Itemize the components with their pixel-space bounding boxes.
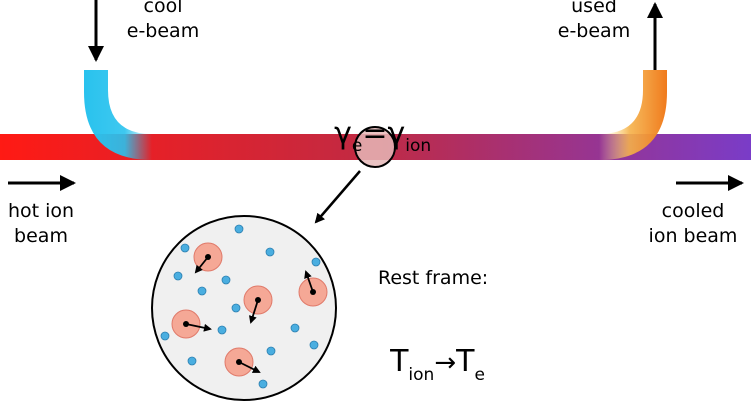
temperature-relation: Tion→Te bbox=[378, 296, 485, 388]
electron bbox=[180, 243, 190, 253]
electron bbox=[217, 325, 227, 335]
cool-ebeam-bend bbox=[84, 70, 152, 160]
electron bbox=[173, 271, 183, 281]
electron bbox=[231, 303, 241, 313]
zoom-arrow bbox=[314, 170, 361, 224]
electron bbox=[160, 331, 170, 341]
t-ion-subscript: ion bbox=[408, 365, 435, 385]
cooled-ion-beam-label: cooled ion beam bbox=[648, 200, 738, 247]
t-e-subscript: e bbox=[474, 365, 485, 385]
electron bbox=[197, 286, 207, 296]
rest-frame-label: Rest frame: bbox=[378, 267, 489, 289]
electrons bbox=[160, 224, 321, 389]
electron bbox=[265, 247, 275, 257]
electron bbox=[311, 257, 321, 267]
t-e-symbol: T bbox=[456, 344, 475, 379]
used-ebeam-bend bbox=[599, 70, 667, 160]
ions bbox=[171, 242, 328, 377]
electron bbox=[221, 275, 231, 285]
hot-ion-beam-label: hot ion beam bbox=[7, 200, 75, 247]
ion-velocity-arrows bbox=[183, 254, 316, 373]
electron bbox=[266, 346, 276, 356]
equals-sign: = bbox=[362, 116, 388, 151]
electron bbox=[187, 356, 197, 366]
cool-ebeam-label: cool e-beam bbox=[126, 0, 200, 42]
gamma-ion-symbol: γ bbox=[387, 116, 406, 151]
electron bbox=[309, 340, 319, 350]
gamma-e-symbol: γ bbox=[334, 116, 352, 151]
temperature-arrow: → bbox=[434, 348, 457, 378]
electron bbox=[258, 379, 268, 389]
electron bbox=[290, 323, 300, 333]
gamma-ion-subscript: ion bbox=[405, 136, 432, 156]
t-ion-symbol: T bbox=[390, 344, 409, 379]
interaction-region-circle bbox=[354, 126, 396, 168]
electron bbox=[234, 224, 244, 234]
gamma-equality: γe=γion bbox=[322, 74, 431, 158]
gamma-e-subscript: e bbox=[351, 136, 363, 156]
used-ebeam-label: used e-beam bbox=[557, 0, 631, 42]
